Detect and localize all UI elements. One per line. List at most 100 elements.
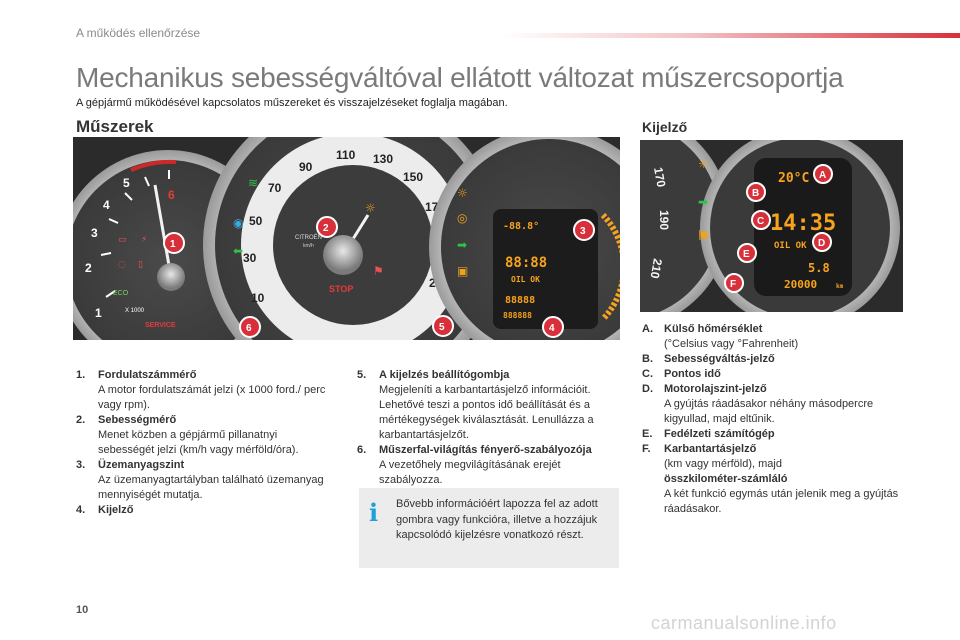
svg-text:◌: ◌ (118, 260, 126, 270)
callout-marker (751, 210, 771, 230)
item-desc: A két funkció egymás után jelenik meg a … (664, 488, 899, 515)
callout-label: 1 (170, 239, 176, 250)
item-desc: (km vagy mérföld), majd (664, 458, 782, 470)
svg-text:▣: ▣ (457, 264, 468, 278)
speed-label: 50 (249, 214, 263, 228)
page-number: 10 (76, 604, 89, 616)
speed-label: 30 (243, 251, 257, 265)
tach-label: 2 (85, 261, 92, 275)
svg-text:☼: ☼ (698, 157, 709, 171)
item-desc: A motor fordulatszámát jelzi (x 1000 for… (98, 384, 326, 411)
page-title: Mechanikus sebességváltóval ellátott vál… (76, 62, 844, 93)
item-desc: Megjeleníti a karbantartásjelző informác… (379, 384, 594, 441)
display-speed-label: 170 (651, 166, 668, 188)
list-item: C. Pontos idő (642, 367, 912, 382)
list-item: 4. Kijelző (76, 503, 326, 518)
svg-text:⚡: ⚡ (141, 235, 147, 245)
section-title-instruments: Műszerek (76, 117, 154, 136)
item-desc: Az üzemanyagtartályban található üzemany… (98, 474, 324, 501)
callout-label: 3 (580, 226, 586, 237)
instrument-cluster-image: 1 2 3 4 5 6 X 1000 SERVICE ECO ▭⚡ ◌▯ (73, 137, 620, 340)
item-title: Sebességváltás-jelző (664, 353, 775, 365)
item-desc: Menet közben a gépjármű pillanatnyi sebe… (98, 429, 299, 456)
item-number: 1. (76, 369, 86, 381)
item-subtitle: összkilométer-számláló (664, 473, 788, 485)
callout-marker (316, 216, 338, 238)
display-list: A. Külső hőmérséklet (°Celsius vagy °Fah… (642, 322, 912, 517)
callout-marker (737, 243, 757, 263)
callout-marker (813, 164, 833, 184)
list-item: 5. A kijelzés beállítógombja Megjeleníti… (357, 368, 627, 443)
item-title: Karbantartásjelző (664, 443, 757, 455)
svg-text:▣: ▣ (698, 227, 709, 241)
svg-text:➡: ➡ (457, 238, 467, 252)
display-speed-label: 210 (648, 257, 665, 279)
list-item: F. Karbantartásjelző (km vagy mérföld), … (642, 442, 912, 517)
speed-label: 90 (299, 160, 313, 174)
info-box: i Bővebb információért lapozza fel az ad… (359, 488, 619, 568)
item-title: Fedélzeti számítógép (664, 428, 775, 440)
stop-label: STOP (329, 284, 353, 294)
list-item: 6. Műszerfal-világítás fényerő-szabályoz… (357, 443, 627, 488)
watermark: carmanualsonline.info (651, 613, 837, 633)
tach-label: 1 (95, 306, 102, 320)
item-letter: A. (642, 323, 653, 335)
callout-marker (163, 232, 185, 254)
tach-label: 4 (103, 198, 110, 212)
item-number: 5. (357, 369, 367, 381)
eco-label: ECO (113, 290, 129, 297)
svg-text:☼: ☼ (457, 186, 468, 200)
callout-label: 2 (323, 223, 329, 234)
callout-marker (812, 232, 832, 252)
item-desc: (°Celsius vagy °Fahrenheit) (664, 338, 799, 350)
display-image: 170 190 210 ☼ ➡ ▣ 20°C 14:35 OIL OK 5.8 … (640, 140, 903, 312)
callout-label: E (743, 249, 750, 260)
section-title-display: Kijelző (642, 119, 688, 135)
list-item: B. Sebességváltás-jelző (642, 352, 912, 367)
tach-label: 5 (123, 176, 130, 190)
item-title: A kijelzés beállítógombja (379, 369, 510, 381)
instrument-list-1: 1. Fordulatszámmérő A motor fordulatszám… (76, 368, 326, 518)
callout-marker (432, 315, 454, 337)
instrument-cluster-svg: 1 2 3 4 5 6 X 1000 SERVICE ECO ▭⚡ ◌▯ (73, 137, 620, 340)
lcd-clock: 88:88 (505, 255, 547, 271)
svg-text:⚑: ⚑ (373, 264, 384, 278)
display-svg: 170 190 210 ☼ ➡ ▣ 20°C 14:35 OIL OK 5.8 … (640, 140, 903, 312)
list-item: A. Külső hőmérséklet (°Celsius vagy °Fah… (642, 322, 912, 352)
callout-label: 5 (439, 322, 445, 333)
list-item: E. Fedélzeti számítógép (642, 427, 912, 442)
svg-text:▯: ▯ (138, 260, 143, 270)
item-number: 4. (76, 504, 86, 516)
item-letter: E. (642, 428, 653, 440)
list-item: 1. Fordulatszámmérő A motor fordulatszám… (76, 368, 326, 413)
callout-marker (724, 273, 744, 293)
svg-text:▭: ▭ (118, 235, 127, 245)
callout-label: C (757, 216, 764, 227)
item-letter: B. (642, 353, 653, 365)
tach-label: 6 (168, 188, 175, 202)
display-trip: 5.8 (808, 261, 830, 275)
item-title: Külső hőmérséklet (664, 323, 763, 335)
lcd-temp: -88.8° (503, 221, 539, 232)
svg-text:⬅: ⬅ (233, 244, 243, 258)
instrument-list-2: 5. A kijelzés beállítógombja Megjeleníti… (357, 368, 627, 488)
intro-text: A gépjármű működésével kapcsolatos műsze… (76, 97, 508, 109)
list-item: 3. Üzemanyagszint Az üzemanyagtartályban… (76, 458, 326, 503)
display-clock: 14:35 (770, 211, 836, 236)
display-speed-label: 190 (657, 210, 671, 230)
info-icon: i (369, 498, 379, 527)
item-title: Motorolajszint-jelző (664, 383, 767, 395)
svg-text:➡: ➡ (698, 195, 708, 209)
lcd-odo: 88888 (505, 295, 535, 306)
lcd-oil: OIL OK (511, 275, 540, 284)
item-title: Műszerfal-világítás fényerő-szabályozója (379, 444, 592, 456)
section-header: A működés ellenőrzése (76, 26, 201, 40)
item-title: Fordulatszámmérő (98, 369, 197, 381)
display-odo-unit: km (836, 283, 844, 290)
item-title: Kijelző (98, 504, 134, 516)
callout-label: 4 (549, 323, 555, 334)
item-title: Pontos idő (664, 368, 721, 380)
header-bar (500, 33, 960, 38)
tach-unit: X 1000 (125, 308, 145, 314)
lcd-trip: 888888 (503, 311, 532, 320)
